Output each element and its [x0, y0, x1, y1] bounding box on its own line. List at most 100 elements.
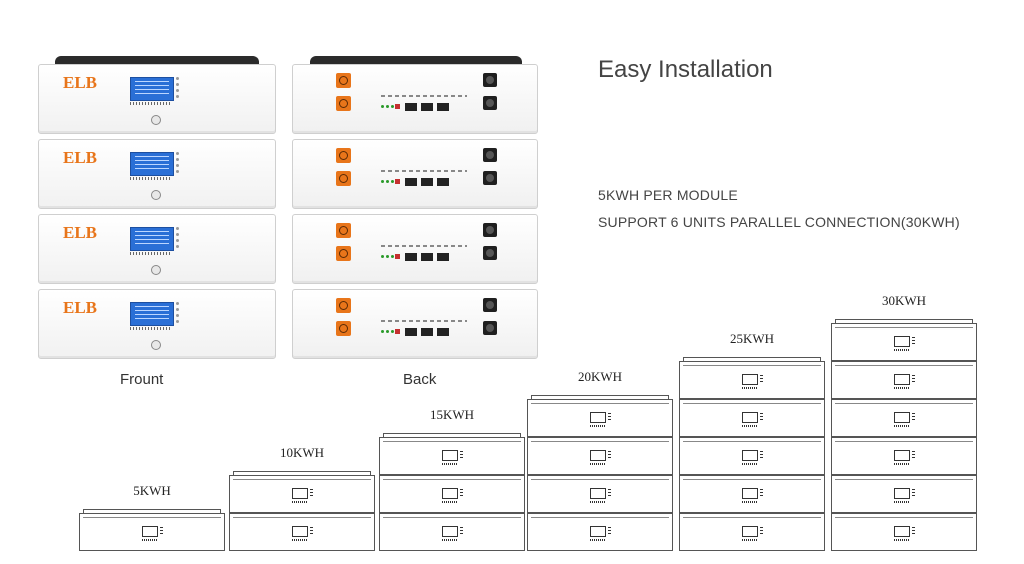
brand-logo: ELB [63, 73, 98, 92]
module-outline [831, 513, 977, 551]
status-leds [176, 227, 184, 251]
capacity-label: 25KWH [729, 331, 775, 346]
module-outline [679, 399, 825, 437]
led-icon [912, 413, 915, 422]
button-row-icon [442, 539, 458, 541]
screen-icon [894, 336, 910, 347]
screen-icon [292, 526, 308, 537]
front-battery-module: ELB [38, 139, 276, 209]
power-knob-icon [151, 340, 161, 350]
led-icon [310, 527, 313, 536]
back-battery-module [292, 289, 538, 359]
brand-logo: ELB [63, 298, 98, 317]
power-knob-icon [151, 265, 161, 275]
capacity-label: 10KWH [279, 445, 325, 460]
button-row-icon [894, 539, 910, 541]
back-stack-lid [310, 56, 522, 65]
button-row-icon [590, 501, 606, 503]
back-caption: Back [403, 371, 437, 388]
screen-icon [142, 526, 158, 537]
led-icon [460, 489, 463, 498]
button-row-icon [742, 425, 758, 427]
module-outline [831, 437, 977, 475]
power-knob-icon [151, 115, 161, 125]
capacity-column-25kwh: 25KWH [679, 331, 825, 551]
positive-terminal-icon [336, 298, 351, 313]
button-row-icon [292, 501, 308, 503]
port-labels-strip [381, 245, 467, 247]
button-row [130, 102, 172, 105]
lcd-display [130, 152, 174, 176]
page-title: Easy Installation [598, 56, 773, 83]
screen-icon [742, 488, 758, 499]
module-outline [527, 437, 673, 475]
stack-lid-outline [383, 433, 521, 437]
button-row-icon [590, 463, 606, 465]
lcd-display [130, 227, 174, 251]
lcd-display [130, 77, 174, 101]
communication-port-icon [483, 171, 497, 185]
control-panel [381, 328, 451, 336]
screen-icon [742, 526, 758, 537]
button-row-icon [894, 387, 910, 389]
communication-port-icon [483, 321, 497, 335]
back-battery-module [292, 214, 538, 284]
back-battery-module [292, 139, 538, 209]
module-outline [679, 361, 825, 399]
led-icon [912, 375, 915, 384]
screen-icon [442, 526, 458, 537]
screen-icon [742, 374, 758, 385]
port-labels-strip [381, 95, 467, 97]
led-icon [760, 451, 763, 460]
spec-parallel-connection: SUPPORT 6 UNITS PARALLEL CONNECTION(30KW… [598, 214, 960, 230]
capacity-label: 30KWH [881, 293, 927, 308]
port-labels-strip [381, 170, 467, 172]
button-row [130, 327, 172, 330]
negative-terminal-icon [336, 171, 351, 186]
module-outline [379, 437, 525, 475]
screen-icon [442, 450, 458, 461]
capacity-label: 15KWH [429, 407, 475, 422]
control-panel [381, 178, 451, 186]
module-outline [527, 475, 673, 513]
front-stack-lid [55, 56, 259, 65]
button-row [130, 177, 172, 180]
screen-icon [292, 488, 308, 499]
negative-terminal-icon [336, 321, 351, 336]
led-icon [912, 337, 915, 346]
control-panel [381, 103, 451, 111]
button-row-icon [442, 501, 458, 503]
front-battery-module: ELB [38, 214, 276, 284]
led-icon [608, 527, 611, 536]
brand-logo: ELB [63, 223, 98, 242]
front-battery-module: ELB [38, 64, 276, 134]
front-caption: Frount [120, 371, 164, 388]
screen-icon [742, 450, 758, 461]
led-icon [160, 527, 163, 536]
button-row-icon [742, 463, 758, 465]
module-outline [379, 513, 525, 551]
brand-logo: ELB [63, 148, 98, 167]
led-icon [912, 489, 915, 498]
module-outline [831, 323, 977, 361]
module-outline [679, 437, 825, 475]
back-battery-module [292, 64, 538, 134]
communication-port-icon [483, 148, 497, 162]
module-outline [527, 513, 673, 551]
capacity-column-10kwh: 10KWH [229, 445, 375, 551]
lcd-display [130, 302, 174, 326]
capacity-column-30kwh: 30KWH [831, 293, 977, 551]
screen-icon [894, 526, 910, 537]
led-icon [460, 527, 463, 536]
button-row-icon [442, 463, 458, 465]
module-outline [679, 475, 825, 513]
screen-icon [894, 374, 910, 385]
screen-icon [894, 488, 910, 499]
positive-terminal-icon [336, 73, 351, 88]
positive-terminal-icon [336, 223, 351, 238]
led-icon [310, 489, 313, 498]
button-row-icon [894, 349, 910, 351]
module-outline [229, 475, 375, 513]
button-row-icon [894, 463, 910, 465]
stack-lid-outline [233, 471, 371, 475]
